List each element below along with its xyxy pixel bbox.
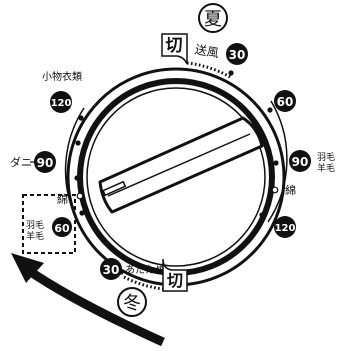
top-30-text: 30 — [229, 48, 246, 62]
right-cotton-label: 綿 — [285, 183, 296, 197]
summer-char: 夏 — [204, 9, 222, 30]
summer-marker: 夏 — [198, 3, 228, 33]
left-90-text: 90 — [37, 156, 54, 170]
left-90-badge: 90 — [34, 151, 56, 173]
left-down-wool-label: 羽毛 羊毛 — [26, 219, 47, 242]
left-cotton-label: 綿 — [57, 192, 68, 206]
top-off-marker: 切 — [161, 33, 188, 65]
left-60-text: 60 — [54, 222, 70, 235]
knob-grip[interactable] — [98, 116, 264, 214]
left-120-text: 120 — [51, 98, 72, 109]
knob-pointer — [102, 180, 127, 197]
top-tick-arc — [186, 61, 233, 80]
bottom-off-marker: 切 — [162, 258, 188, 292]
bottom-off-label: 切 — [167, 271, 183, 290]
right-60-badge: 60 — [274, 90, 296, 112]
right-120-text: 120 — [275, 223, 296, 234]
left-bracket-arc — [64, 107, 85, 223]
dial-inner-ring — [86, 87, 266, 267]
top-mode-label: 送風 — [194, 41, 220, 60]
right-bracket-arc — [267, 100, 288, 223]
winter-char: 冬 — [123, 293, 141, 314]
right-down-wool-label: 羽毛 羊毛 — [317, 151, 338, 174]
bottom-mode-label: あたため — [125, 264, 165, 276]
bottom-30-text: 30 — [103, 263, 120, 277]
detent-dots — [74, 70, 279, 275]
right-120-badge: 120 — [274, 216, 296, 238]
right-60-text: 60 — [277, 95, 294, 109]
top-30-badge: 30 — [226, 43, 248, 65]
right-90-badge: 90 — [289, 150, 311, 172]
bottom-30-badge: 30 — [100, 258, 122, 280]
left-120-badge: 120 — [50, 91, 72, 113]
rotation-arrow-icon — [11, 253, 165, 347]
small-clothes-label: 小物衣類 — [42, 70, 82, 83]
mite-label: ダニ — [10, 155, 32, 169]
bottom-tick-arc — [123, 275, 164, 291]
down-wool-dashed-box: 羽毛 羊毛 60 — [22, 194, 76, 254]
top-off-label: 切 — [166, 36, 183, 56]
right-90-text: 90 — [292, 155, 309, 169]
winter-marker: 冬 — [117, 287, 147, 317]
